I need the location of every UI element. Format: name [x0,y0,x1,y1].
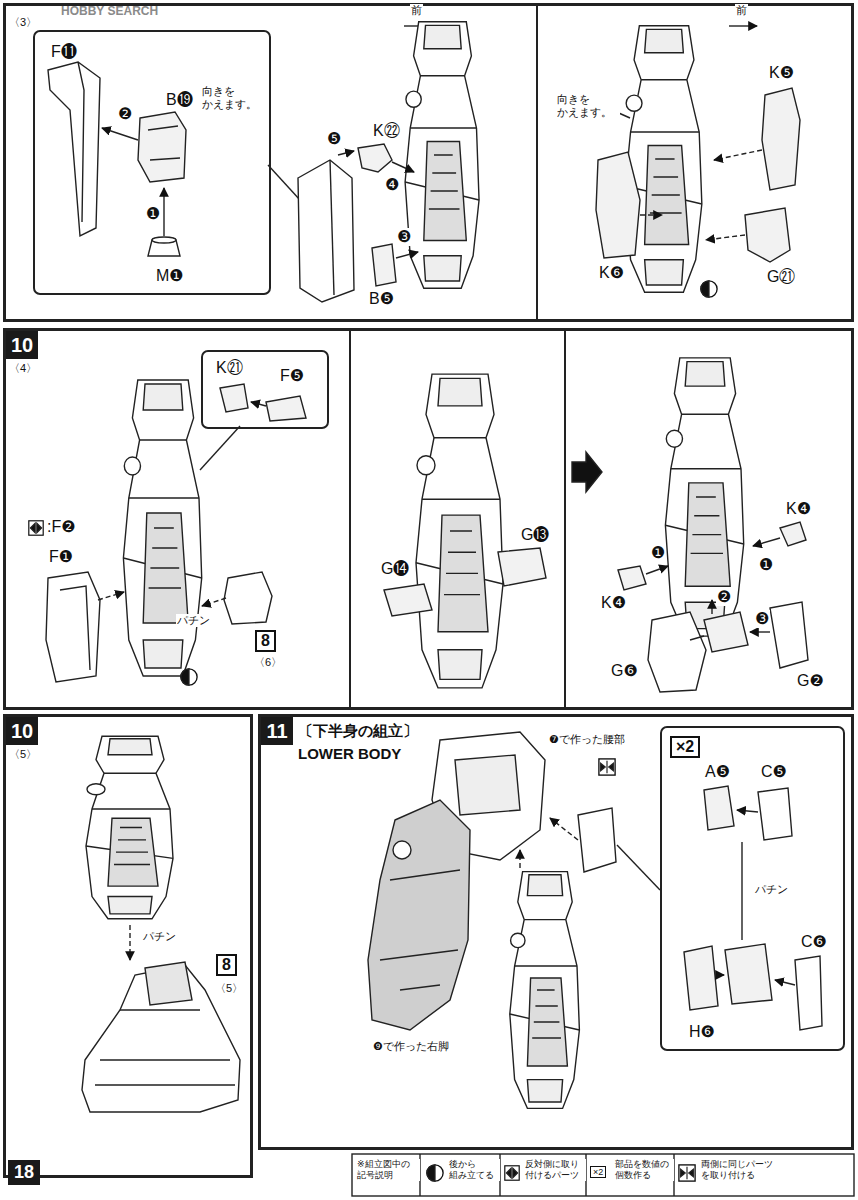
direction-label: 前 [410,4,423,17]
step-reference: 8 [255,630,276,652]
part-label: M❶ [155,267,185,285]
legend-text: 両側に同じパーツ を取り付ける [700,1159,782,1181]
part-label: F⓫ [50,43,78,61]
step-substep: 〈5〉 [8,748,38,761]
part-label: G㉑ [766,268,796,286]
note-text: 向きを かえます。 [201,85,265,110]
part-label: H❻ [688,1023,716,1041]
callout-number: ❷ [117,105,133,123]
part-label: B❺ [368,290,395,308]
quantity-mark: ×2 [590,1166,606,1178]
step-title-en: LOWER BODY [297,745,402,762]
part-label: K❹ [600,594,627,612]
legend-text: 部品を数値の 個数作る [614,1159,674,1181]
page-number: 18 [8,1160,40,1185]
detail-inset: K㉑ F❺ [201,350,329,429]
callout-number: ❶ [758,556,774,574]
step-substep: 〈6〉 [253,656,283,669]
part-label: K❺ [768,64,795,82]
note-text: 向きを かえます。 [556,93,620,118]
callout-number: ❷ [716,588,732,606]
part-label: :F❷ [46,518,77,536]
part-label: G⓭ [520,526,550,544]
part-label: G⓮ [380,560,410,578]
part-label: G❻ [610,662,639,680]
detail-inset: F⓫ ❷ B⓳ ❶ M❶ 向きを かえます。 [33,30,271,295]
step-panel: 〈3〉 F⓫ ❷ B⓳ ❶ M❶ 向きを かえます。 [3,3,854,322]
legend-heading: ※組立図中の 記号説明 [356,1159,420,1181]
part-label: C❻ [800,933,828,951]
note-text: ❼で作った腰部 [548,733,626,746]
step-reference: 8 [216,954,237,976]
detail-inset: ×2A❺ C❺ パチン H❻ C❻ [660,726,845,1051]
part-label: F❺ [279,367,305,385]
quantity-mark: ×2 [670,736,700,758]
callout-number: ❺ [326,130,342,148]
part-label: K㉑ [215,359,244,377]
step-substep: 〈5〉 [214,982,244,995]
part-label: C❺ [760,763,788,781]
callout-number: ❹ [384,176,400,194]
note-text: ❾で作った右脚 [372,1040,450,1053]
direction-label: 前 [735,4,748,17]
part-label: K㉒ [372,122,401,140]
callout-number: ❸ [754,610,770,628]
step-title: 〔下半身の組立〕 [297,722,419,739]
snap-sound: パチン [142,930,177,943]
snap-sound: パチン [176,614,211,627]
part-label: B⓳ [165,91,194,109]
step-number: 10 [6,717,38,745]
part-label: F❶ [48,548,74,566]
callout-number: ❶ [145,205,161,223]
step-substep: 〈4〉 [8,362,38,375]
step-number: 10 [6,331,38,359]
legend-text: 後から 組み立てる [448,1159,500,1181]
step-panel: 10 〈4〉 K㉑ F❺ [3,328,854,710]
watermark: HOBBY SEARCH [60,5,159,19]
step-panel: 10 〈5〉 [3,714,253,1178]
callout-number: ❸ [396,228,412,246]
part-label: A❺ [704,763,731,781]
snap-sound: パチン [754,883,789,896]
step-substep: 〈3〉 [8,16,38,29]
step-panel: 11〔下半身の組立〕 LOWER BODY ×2A❺ C❺ パチン H❻ C❻ [258,714,854,1150]
part-label: K❹ [785,500,812,518]
step-number: 11 [261,717,293,745]
part-label: G❷ [796,672,825,690]
callout-number: ❶ [650,544,666,562]
part-label: K❻ [598,264,625,282]
legend-text: 反対側に取り 付けるパーツ [524,1159,586,1181]
